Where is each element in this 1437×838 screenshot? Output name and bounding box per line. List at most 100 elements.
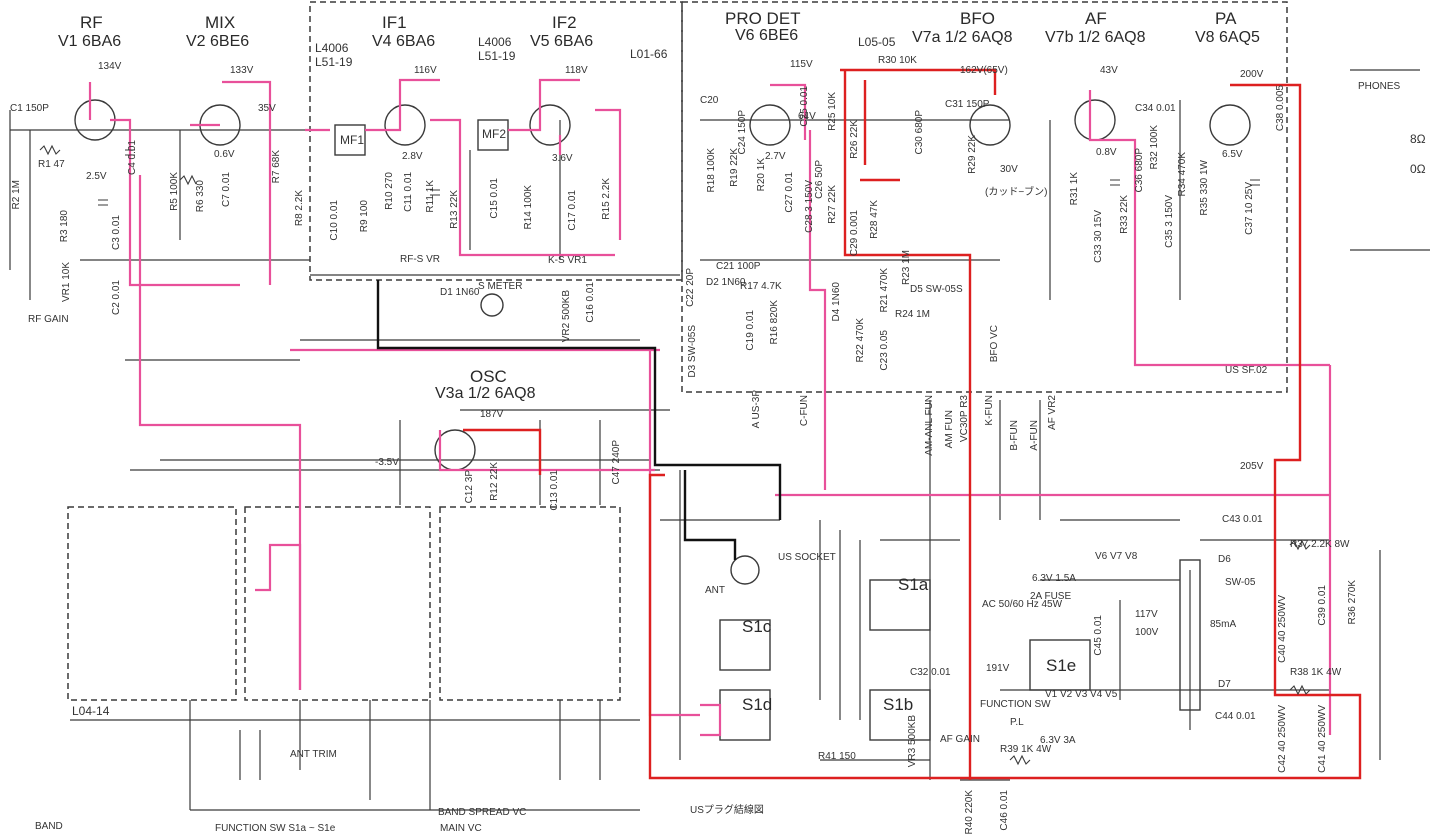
part-label: R14 100K	[523, 185, 534, 230]
voltage-label: 133V	[230, 65, 254, 76]
current-label: 85mA	[1210, 619, 1237, 630]
part-label: D1 1N60	[440, 287, 480, 298]
part-label: C44 0.01	[1215, 711, 1256, 722]
coil-label: L04-14	[72, 704, 110, 718]
v8-tube-symbol	[1209, 104, 1251, 146]
coil-label: L4006	[478, 35, 512, 49]
bfo-vc-label: BFO VC	[989, 325, 1000, 363]
us-socket-symbol	[730, 555, 760, 585]
part-label: C10 0.01	[329, 200, 340, 241]
switch-s1e-label: S1e	[1046, 656, 1077, 675]
power-transformer	[1179, 559, 1201, 711]
part-label: C34 0.01	[1135, 103, 1176, 114]
part-label: C33 30 15V	[1093, 210, 1104, 263]
part-label: R27 22K	[827, 185, 838, 224]
part-label: C43 0.01	[1222, 514, 1263, 525]
heater-tubes2-label: V1 V2 V3 V4 V5	[1045, 689, 1118, 700]
part-label: R2 1M	[11, 180, 22, 210]
voltage-label: 100V	[1135, 627, 1159, 638]
part-label: C1 150P	[10, 103, 49, 114]
part-label: R29 22K	[967, 135, 978, 174]
switch-s1b-label: S1b	[883, 695, 914, 714]
ac-input-label: AC 50/60 Hz 45W	[982, 599, 1063, 610]
part-label: C15 0.01	[489, 178, 500, 219]
vc30p-label: VC30P R3	[959, 395, 970, 443]
part-label: R1 47	[38, 159, 65, 170]
black-cable-path	[376, 280, 782, 560]
rf-gain-label: RF GAIN	[28, 314, 69, 325]
part-label: R24 1M	[895, 309, 931, 320]
switch-s1c-label: S1c	[742, 617, 772, 636]
part-label: D6	[1218, 554, 1231, 565]
if1-stage-title: IF1	[382, 13, 407, 32]
v7b-tube-symbol	[1074, 99, 1116, 141]
part-label: R7 68K	[271, 150, 282, 184]
voltage-label: 115V	[790, 59, 813, 70]
coil-label: L4006	[315, 41, 349, 55]
part-label: R39 1K 4W	[1000, 744, 1052, 755]
switch-s1d-label: S1d	[742, 695, 773, 714]
part-label: R23 1M	[901, 250, 912, 286]
a-fun-label: A-FUN	[1029, 420, 1040, 451]
b-fun-label: B-FUN	[1009, 420, 1020, 451]
part-label: R26 22K	[849, 120, 860, 159]
voltage-label: 118V	[565, 65, 588, 76]
phones-label: PHONES	[1358, 81, 1401, 92]
am-fun-label: AM FUN	[944, 410, 955, 449]
part-label: D4 1N60	[831, 282, 842, 322]
voltage-label: 0.6V	[214, 149, 235, 160]
heater2-label: 6.3V 3A	[1040, 735, 1076, 746]
voltage-label: 200V	[1240, 69, 1264, 80]
ant-label: ANT	[705, 585, 725, 596]
af-stage-title: AF	[1085, 9, 1107, 28]
det-stage-title: PRO DET	[725, 9, 801, 28]
voltage-label: 116V	[414, 65, 437, 76]
mix-stage-title: MIX	[205, 13, 236, 32]
part-label: R9 100	[359, 200, 370, 233]
part-label: C22 20P	[685, 268, 696, 307]
coil-label: L51-19	[478, 49, 516, 63]
k-s-vr1-label: K-S VR1	[548, 255, 587, 266]
part-label: R18 100K	[706, 148, 717, 193]
part-label: R32 100K	[1149, 125, 1160, 170]
c-fun-label: C-FUN	[799, 395, 810, 427]
voltage-label: 187V	[480, 409, 504, 420]
rf-s-vr-label: RF-S VR	[400, 254, 440, 265]
part-label: VR2 500KB	[561, 290, 572, 343]
part-label: C38 0.005	[1275, 85, 1286, 132]
part-label: R36 270K	[1347, 580, 1358, 625]
band-spread-label: BAND SPREAD VC	[438, 807, 527, 818]
rf-stage-title: RF	[80, 13, 103, 32]
part-label: C36 680P	[1134, 148, 1145, 193]
a-us3p-label: A US-3P	[751, 390, 762, 429]
if2-tube-label: V5 6BA6	[530, 33, 594, 50]
part-label: R11 1K	[425, 180, 436, 213]
part-label: C45 0.01	[1093, 615, 1104, 656]
part-label: D5 SW-05S	[910, 284, 963, 295]
af-vr2-label: AF VR2	[1047, 395, 1058, 431]
s1a-box	[869, 579, 931, 631]
v5-tube-symbol	[529, 104, 571, 146]
part-label: C46 0.01	[999, 790, 1010, 831]
det-shield-box	[681, 1, 1288, 393]
voltage-label: 134V	[98, 61, 122, 72]
heater-tubes-label: V6 V7 V8	[1095, 551, 1138, 562]
mf2-box	[477, 119, 509, 151]
part-label: R25 10K	[827, 92, 838, 131]
v1-tube-symbol	[74, 99, 116, 141]
voltage-label: -3.5V	[375, 457, 399, 468]
coil-label: L05-05	[858, 35, 896, 49]
part-label: R3 180	[59, 210, 70, 243]
part-label: C47 240P	[611, 440, 622, 485]
diode-label: SW-05	[1225, 577, 1256, 588]
voltage-label: 117V	[1135, 609, 1158, 620]
part-label: C40 40 250WV	[1277, 595, 1288, 663]
voltage-label: 3.6V	[552, 153, 573, 164]
part-label: R17 4.7K	[740, 281, 782, 292]
part-label: R35 330 1W	[1199, 160, 1210, 216]
v4-tube-symbol	[384, 104, 426, 146]
part-label: C16 0.01	[585, 282, 596, 323]
part-label: C19 0.01	[745, 310, 756, 351]
part-label: C11 0.01	[403, 172, 414, 212]
pa-tube-label: V8 6AQ5	[1195, 29, 1260, 46]
